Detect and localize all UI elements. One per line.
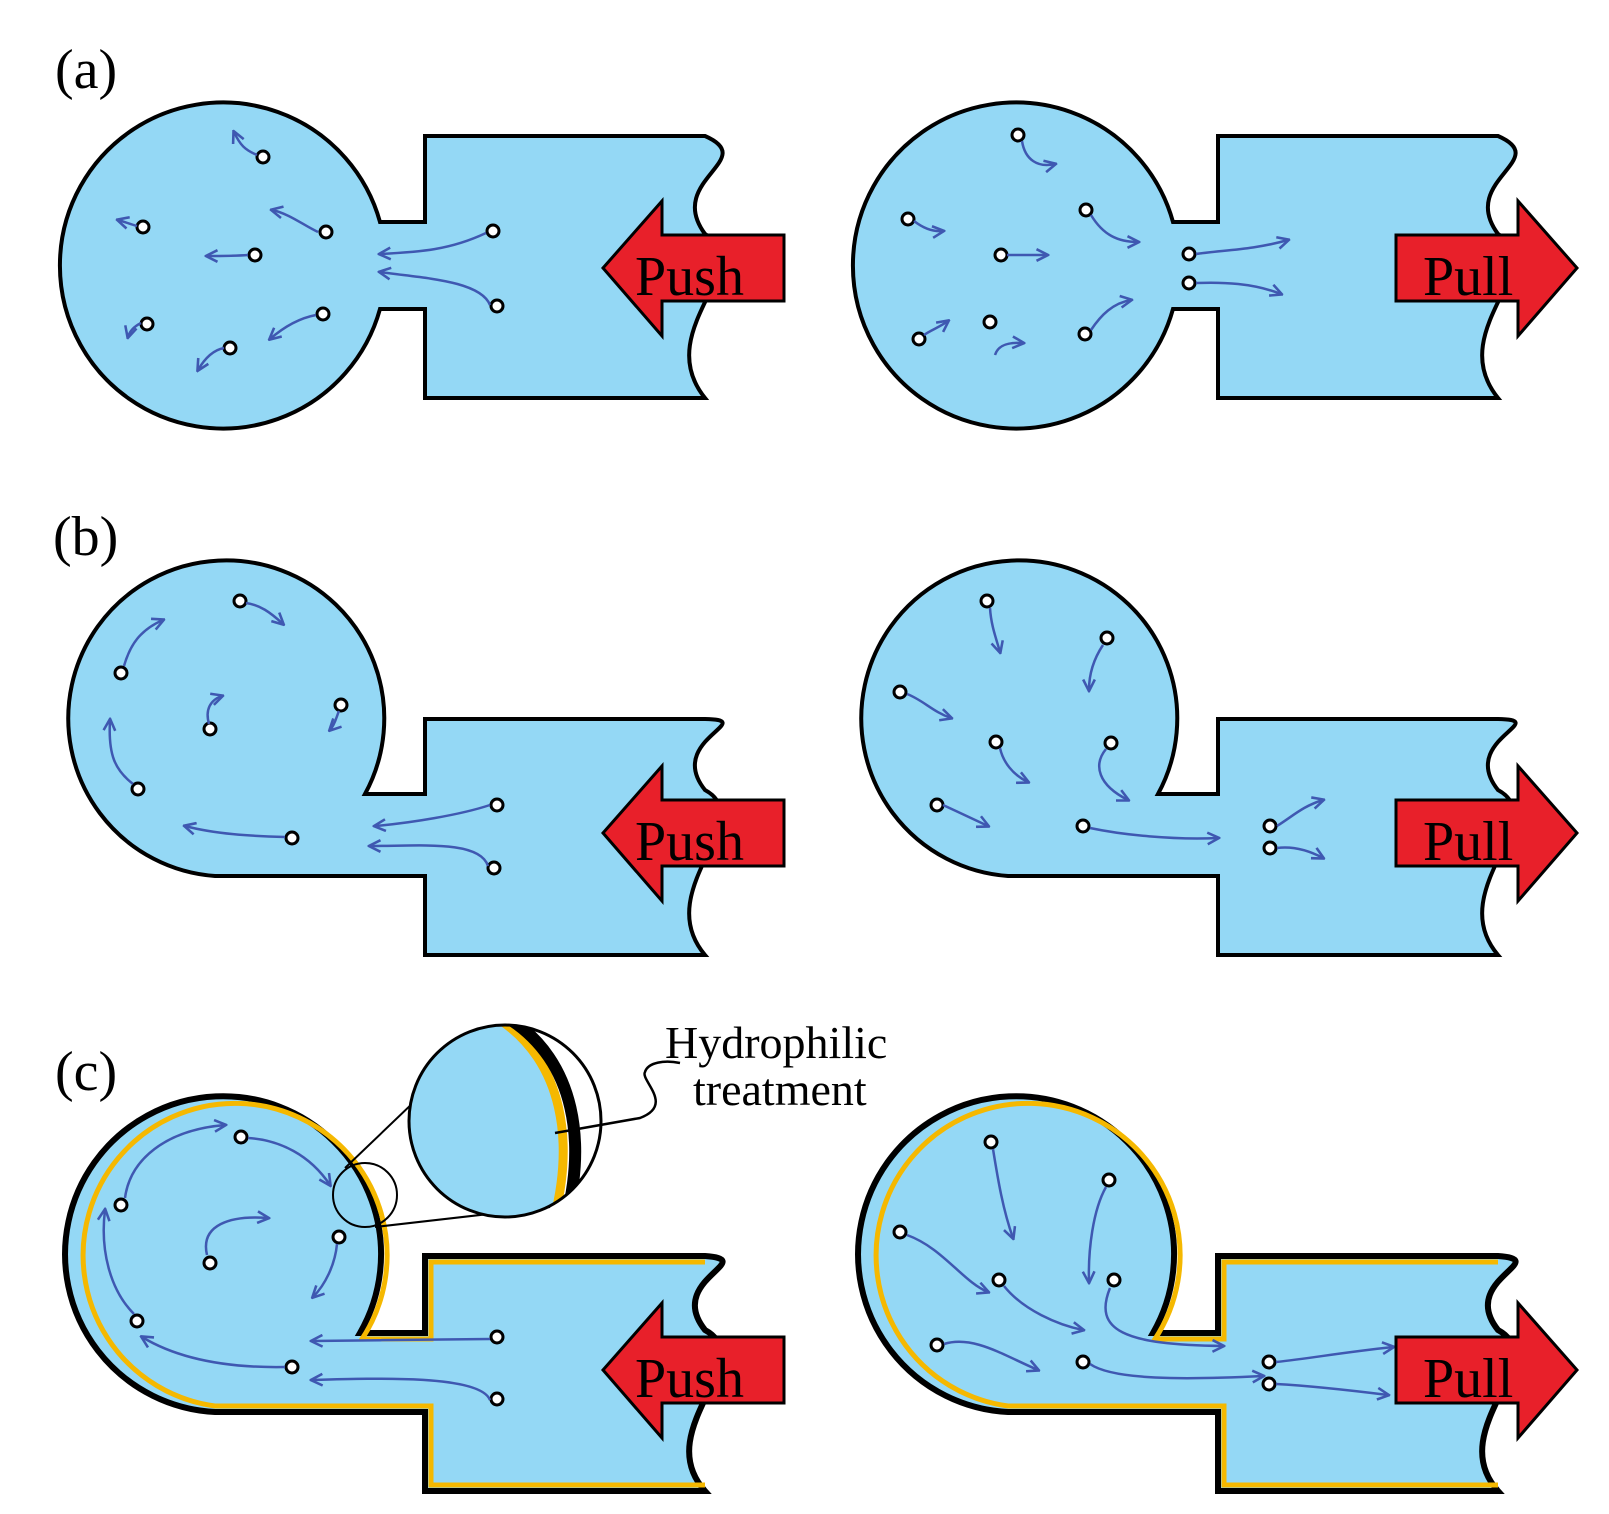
particles xyxy=(113,593,505,876)
chamber-wall xyxy=(855,1093,1519,1494)
panel-a-label: (a) xyxy=(55,39,117,101)
push-arrow-icon xyxy=(601,1299,786,1443)
panel-c-label: (c) xyxy=(55,1041,117,1103)
push-label: Push xyxy=(635,811,744,873)
zoom-inset-icon xyxy=(332,1023,681,1228)
pull-label: Pull xyxy=(1423,246,1513,308)
annotation-line-2: treatment xyxy=(693,1064,867,1115)
panel-c-push-device: Push Hydrophilic treatment xyxy=(62,1017,887,1494)
particles xyxy=(900,127,1197,347)
particles xyxy=(113,1129,505,1407)
panel-b-push-device: Push xyxy=(66,558,786,957)
panel-a-push-device: Push xyxy=(57,100,786,431)
flow-arrows xyxy=(906,607,1323,858)
particles xyxy=(892,1134,1277,1392)
panel-b: (b) Push xyxy=(53,506,1579,957)
push-label: Push xyxy=(635,1348,744,1410)
hydrophilic-coating xyxy=(873,1100,1498,1488)
panel-c: (c) Push xyxy=(55,1017,1579,1494)
annotation-leader xyxy=(554,1060,681,1135)
pull-arrow-icon xyxy=(1394,1299,1579,1443)
push-arrow-icon xyxy=(601,197,786,341)
flow-arrows xyxy=(906,1148,1393,1395)
panel-a: (a) Push xyxy=(55,39,1579,431)
pull-label: Pull xyxy=(1423,1348,1513,1410)
pull-arrow-icon xyxy=(1394,197,1579,341)
panel-c-pull-device: Pull xyxy=(855,1093,1579,1494)
annotation-line-1: Hydrophilic xyxy=(665,1017,887,1068)
pull-arrow-icon xyxy=(1394,762,1579,906)
zoom-target-circle xyxy=(332,1162,398,1228)
panel-a-pull-device: Pull xyxy=(850,100,1579,431)
chamber-wall xyxy=(859,558,1518,957)
chamber-wall xyxy=(66,558,725,957)
panel-b-label: (b) xyxy=(53,506,118,568)
push-label: Push xyxy=(635,246,744,308)
particles xyxy=(135,149,505,356)
hydrophilic-coating xyxy=(80,1100,705,1488)
push-arrow-icon xyxy=(601,762,786,906)
flow-arrows xyxy=(913,140,1288,356)
chamber-wall xyxy=(62,1093,726,1494)
pull-label: Pull xyxy=(1423,811,1513,873)
panel-b-pull-device: Pull xyxy=(859,558,1579,957)
flow-arrows xyxy=(104,1125,492,1401)
flow-arrows xyxy=(110,601,491,867)
flow-arrows xyxy=(118,132,492,370)
